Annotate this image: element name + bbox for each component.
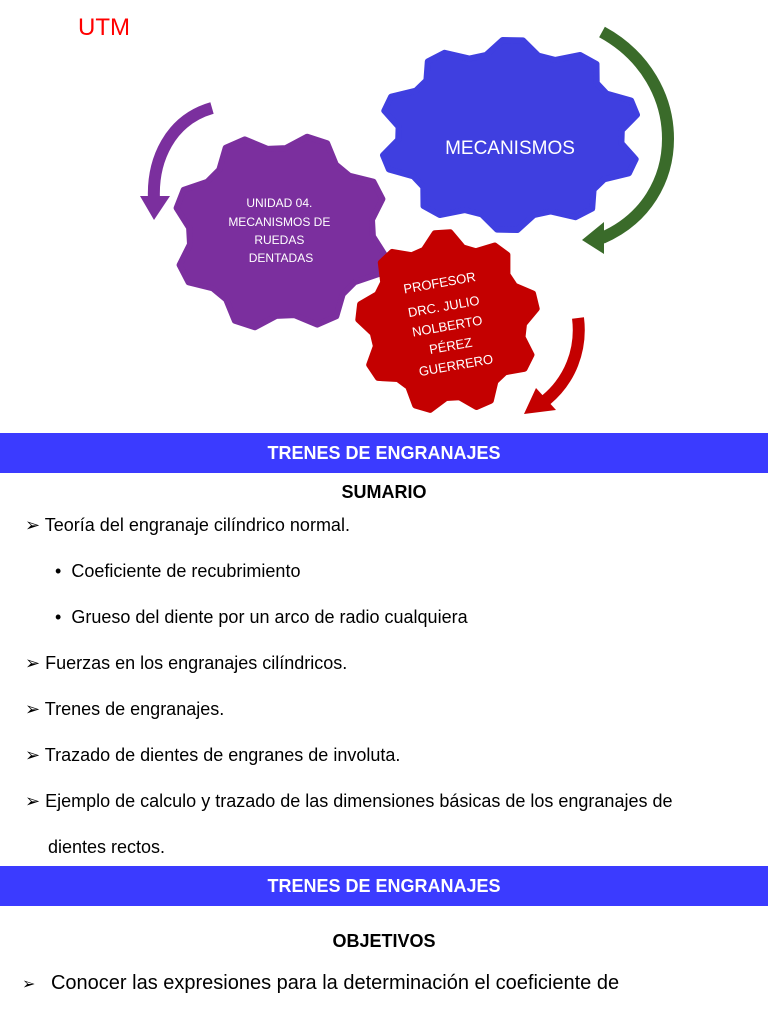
sumario-subitem-text: Coeficiente de recubrimiento — [71, 561, 301, 581]
sumario-item-continuation: dientes rectos. — [48, 837, 166, 857]
gear-left-line: RUEDAS — [254, 233, 304, 247]
sumario-title: SUMARIO — [341, 482, 427, 502]
section-banner-bottom: TRENES DE ENGRANAJES — [0, 866, 768, 906]
sumario-item: ➢ Trenes de engranajes. — [25, 699, 224, 720]
sumario-item: ➢ Fuerzas en los engranajes cilíndricos. — [25, 653, 347, 674]
chevron-right-icon: ➢ — [25, 515, 41, 535]
green-arrowhead — [582, 222, 604, 254]
gear-purple-shape — [173, 133, 389, 331]
gear-red-line: PÉREZ — [428, 335, 473, 357]
chevron-right-icon: ➢ — [25, 791, 41, 811]
sumario-subitem: • Coeficiente de recubrimiento — [55, 561, 300, 582]
green-curved-arrow — [599, 26, 674, 244]
sumario-item-text: Trenes de engranajes. — [44, 699, 225, 719]
purple-curved-arrow — [147, 102, 214, 201]
utm-logo-text: UTM — [78, 14, 130, 41]
banner-label: TRENES DE ENGRANAJES — [267, 442, 501, 463]
gear-mecanismos — [380, 37, 640, 233]
red-arrowhead — [524, 388, 556, 414]
gear-red-shape — [355, 229, 540, 413]
gear-left-line: MECANISMOS DE — [228, 215, 330, 229]
chevron-right-icon: ➢ — [25, 745, 41, 765]
bullet-icon: • — [55, 561, 62, 581]
sumario-item-text: Teoría del engranaje cilíndrico normal. — [44, 515, 350, 535]
sumario-item-text: Ejemplo de calculo y trazado de las dime… — [45, 791, 673, 811]
purple-arrowhead — [140, 196, 170, 220]
red-curved-arrow — [542, 317, 585, 405]
sumario-subitem-text: Grueso del diente por un arco de radio c… — [71, 607, 468, 627]
gear-main-label: MECANISMOS — [445, 138, 575, 159]
objetivos-title: OBJETIVOS — [332, 931, 436, 951]
gear-unidad — [173, 133, 389, 331]
sumario-item-text: Fuerzas en los engranajes cilíndricos. — [45, 653, 348, 673]
gear-left-line: UNIDAD 04. — [246, 196, 312, 210]
gear-left-line: DENTADAS — [249, 251, 313, 265]
chevron-right-icon: ➢ — [25, 653, 41, 673]
sumario-item: ➢ Ejemplo de calculo y trazado de las di… — [25, 791, 672, 812]
objetivos-item-text: Conocer las expresiones para la determin… — [50, 972, 620, 994]
section-banner-top: TRENES DE ENGRANAJES — [0, 433, 768, 473]
sumario-item: ➢ Teoría del engranaje cilíndrico normal… — [25, 515, 350, 536]
bullet-icon: • — [55, 607, 62, 627]
objetivos-item: ➢ Conocer las expresiones para la determ… — [22, 972, 619, 995]
gear-left-text: UNIDAD 04. MECANISMOS DE RUEDAS DENTADAS — [228, 196, 333, 265]
gear-blue-shape — [380, 37, 640, 233]
gears-diagram: MECANISMOS UNIDAD 04. MECANISMOS DE RUED… — [140, 26, 674, 414]
sumario-item: ➢ Trazado de dientes de engranes de invo… — [25, 745, 400, 766]
gear-profesor — [355, 229, 540, 413]
chevron-right-icon: ➢ — [25, 699, 41, 719]
banner-label: TRENES DE ENGRANAJES — [267, 875, 501, 896]
chevron-right-icon: ➢ — [22, 976, 36, 993]
sumario-item-text: Trazado de dientes de engranes de involu… — [44, 745, 401, 765]
sumario-subitem: • Grueso del diente por un arco de radio… — [55, 607, 468, 628]
